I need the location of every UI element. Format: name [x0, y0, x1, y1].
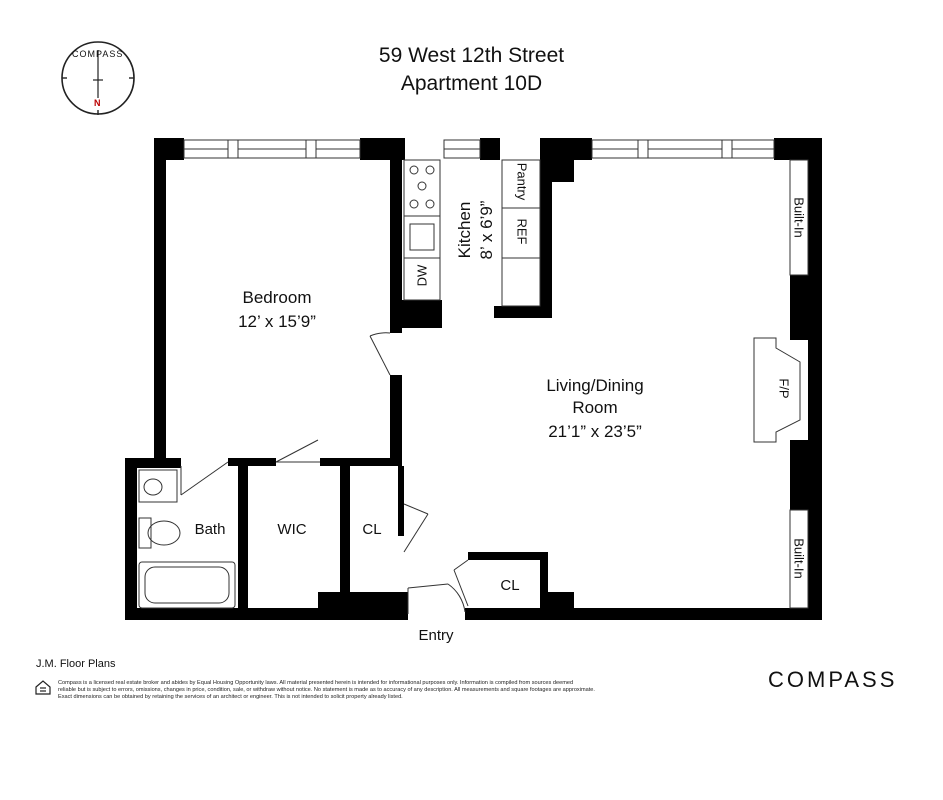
bath-label: Bath [194, 521, 226, 538]
unit-title: Apartment 10D [400, 72, 543, 95]
entry-closet-label: CL [500, 577, 520, 594]
entry-label: Entry [418, 627, 454, 644]
compass-ring-label: COMPASS [72, 49, 124, 59]
builtin-top-label: Built-In [791, 197, 807, 238]
dw-label: DW [414, 264, 430, 287]
windows [183, 139, 775, 159]
bedroom-label: Bedroom [242, 288, 312, 307]
equal-housing-icon [35, 680, 51, 695]
built-ins [753, 159, 809, 609]
kitchen-fixtures [403, 159, 541, 307]
doors [180, 332, 469, 614]
ref-label: REF [514, 218, 530, 245]
compass-rose-icon [61, 41, 135, 115]
builtin-bottom-label: Built-In [791, 538, 807, 579]
kitchen-label: Kitchen [455, 201, 474, 259]
wic-label: WIC [277, 521, 307, 538]
exterior-walls [125, 138, 822, 620]
bath-fixtures [138, 469, 236, 609]
kitchen-size: 8’ x 6’9” [477, 200, 496, 260]
compass-north-label: N [94, 98, 101, 108]
living-label-2: Room [572, 398, 618, 417]
disclaimer-line: Exact dimensions can be obtained by reta… [58, 694, 403, 700]
compass-logo: COMPASS [768, 667, 898, 692]
closet-label: CL [362, 521, 382, 538]
bedroom-size: 12’ x 15’9” [238, 312, 316, 331]
credit-label: J.M. Floor Plans [36, 658, 116, 670]
disclaimer: Compass is a licensed real estate broker… [58, 680, 678, 701]
living-label: Living/Dining [546, 376, 644, 395]
disclaimer-line: reliable but is subject to errors, omiss… [58, 687, 595, 693]
disclaimer-line: Compass is a licensed real estate broker… [58, 680, 574, 686]
fireplace-label: F/P [776, 378, 792, 399]
address-title: 59 West 12th Street [378, 44, 565, 67]
living-size: 21’1” x 23’5” [548, 422, 642, 441]
